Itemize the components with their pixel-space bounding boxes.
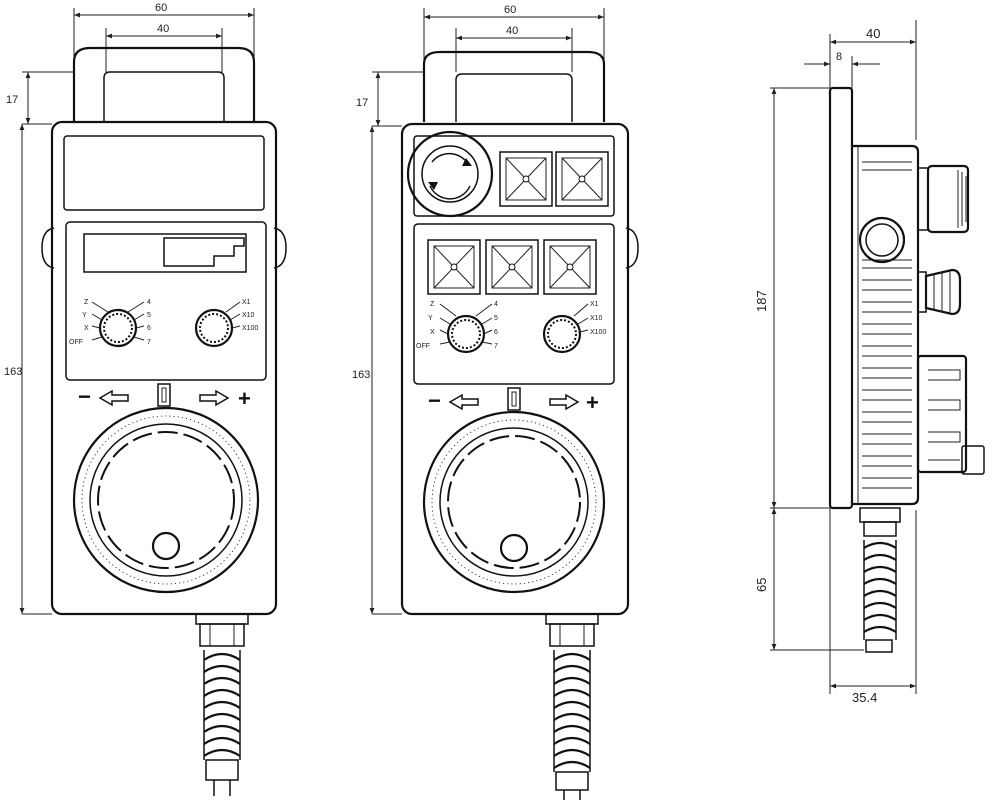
multiplier-selector-knob[interactable]: X1 X10 X100 <box>542 301 606 354</box>
dim-handle-17: 17 <box>6 94 18 106</box>
axis-number: 4 <box>494 301 498 308</box>
dim-handle-17: 17 <box>356 97 368 109</box>
side-view: 40 8 187 65 <box>754 20 985 705</box>
axis-label: OFF <box>416 343 430 350</box>
plus-sign: + <box>586 390 599 415</box>
dim-width-60: 60 <box>155 2 167 14</box>
hand-wheel[interactable] <box>72 406 260 594</box>
handwheel-profile <box>916 354 985 475</box>
coiled-cable <box>553 650 591 800</box>
axis-number: 5 <box>494 315 498 322</box>
function-button[interactable] <box>485 239 539 295</box>
estop-view: 60 40 17 163 <box>352 4 639 800</box>
estop-profile <box>917 164 970 234</box>
dim-width-60: 60 <box>504 4 516 16</box>
dim-body-163: 163 <box>4 366 22 378</box>
mult-label: X10 <box>242 312 255 319</box>
multiplier-selector-knob[interactable]: X1 X10 X100 <box>194 299 258 348</box>
dim-body-163: 163 <box>352 369 370 381</box>
mult-label: X1 <box>590 301 599 308</box>
top-button[interactable] <box>499 151 553 207</box>
cooling-fins <box>862 161 912 489</box>
mult-label: X1 <box>242 299 251 306</box>
function-button[interactable] <box>543 239 597 295</box>
axis-selector-knob[interactable]: Z Y X OFF 4 5 6 7 <box>416 301 498 354</box>
axis-number: 6 <box>494 329 498 336</box>
axis-label: X <box>430 329 435 336</box>
axis-label: Y <box>428 315 433 322</box>
hand-wheel[interactable] <box>422 410 606 594</box>
minus-sign: − <box>428 388 441 413</box>
minus-sign: − <box>78 384 91 409</box>
arrow-left-icon <box>98 389 129 407</box>
axis-number: 7 <box>494 343 498 350</box>
dim-width-35-4: 35.4 <box>852 690 877 705</box>
coiled-cable <box>203 650 241 796</box>
axis-number: 6 <box>147 325 151 332</box>
dim-cable-65: 65 <box>754 578 769 592</box>
axis-number: 4 <box>147 299 151 306</box>
dim-depth-40: 40 <box>866 26 880 41</box>
plus-sign: + <box>238 386 251 411</box>
coiled-cable <box>863 540 897 653</box>
axis-label: Z <box>430 301 435 308</box>
mult-label: X100 <box>242 325 258 332</box>
axis-label: Z <box>84 299 89 306</box>
top-button[interactable] <box>555 151 609 207</box>
function-button[interactable] <box>427 239 481 295</box>
axis-label: Y <box>82 312 87 319</box>
mult-label: X100 <box>590 329 606 336</box>
axis-label: OFF <box>69 339 83 346</box>
arrow-right-icon <box>199 389 230 407</box>
arrow-left-icon <box>448 393 479 411</box>
arrow-right-icon <box>549 393 580 411</box>
dim-height-187: 187 <box>754 290 769 312</box>
front-view: 60 40 17 163 Z Y X <box>4 2 287 796</box>
axis-selector-knob[interactable]: Z Y X OFF 4 5 6 7 <box>69 299 151 348</box>
axis-label: X <box>84 325 89 332</box>
axis-number: 5 <box>147 312 151 319</box>
emergency-stop-icon[interactable] <box>406 130 494 218</box>
mult-label: X10 <box>590 315 603 322</box>
dim-flange-8: 8 <box>836 51 842 63</box>
dim-width-40: 40 <box>506 25 518 37</box>
axis-number: 7 <box>147 339 151 346</box>
dim-width-40: 40 <box>157 23 169 35</box>
